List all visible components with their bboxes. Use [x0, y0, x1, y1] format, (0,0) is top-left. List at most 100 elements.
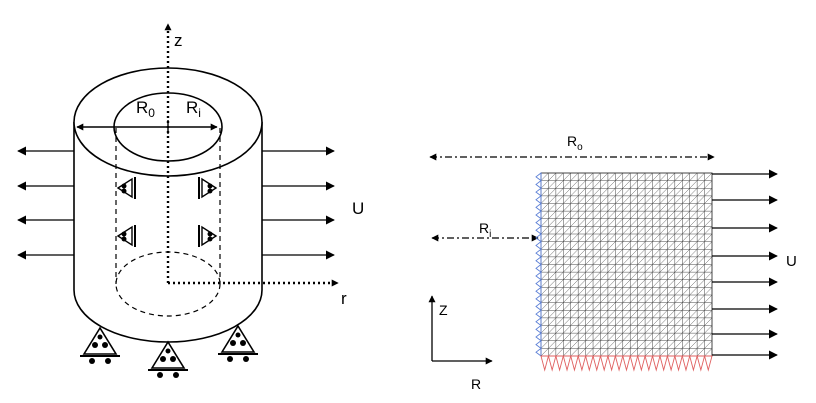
mesh-line-diagonal: [704, 210, 713, 219]
mesh-line-diagonal: [622, 195, 631, 204]
mesh-line-diagonal: [600, 195, 609, 204]
mesh-line-diagonal: [667, 264, 675, 273]
mesh-line-diagonal: [674, 188, 683, 197]
r-axis-label: r: [341, 289, 347, 308]
mesh-line-diagonal: [600, 302, 609, 311]
mesh-line-diagonal: [689, 195, 698, 204]
mesh-line-diagonal: [644, 264, 653, 273]
mesh-line-diagonal: [637, 241, 646, 250]
mesh-line-diagonal: [667, 294, 675, 303]
mesh-line-diagonal: [578, 294, 586, 303]
inner-radius-label: Ri: [186, 98, 201, 120]
mesh-line-diagonal: [682, 302, 690, 311]
mesh-line-diagonal: [592, 226, 601, 235]
mesh-line-diagonal: [630, 271, 638, 280]
mesh-line-diagonal: [644, 226, 653, 235]
mesh-line-diagonal: [600, 310, 609, 319]
roller-support-icon: [198, 225, 218, 247]
mesh-line-diagonal: [644, 325, 653, 334]
mesh-line-diagonal: [637, 172, 646, 181]
mesh-line-diagonal: [540, 249, 549, 258]
mesh-line-diagonal: [607, 180, 616, 189]
mesh-line-diagonal: [652, 287, 661, 296]
mesh-line-diagonal: [644, 279, 653, 288]
mesh-line-diagonal: [667, 332, 675, 341]
mesh-line-diagonal: [570, 287, 579, 296]
mesh-line-diagonal: [563, 195, 571, 204]
bottom-constraint-triangle: [540, 355, 550, 372]
mesh-line-diagonal: [667, 233, 675, 242]
mesh-line-diagonal: [696, 279, 705, 288]
mesh-line-diagonal: [578, 310, 586, 319]
mesh-line-diagonal: [696, 348, 705, 357]
bottom-constraint-triangle: [644, 355, 654, 372]
mesh-line-diagonal: [607, 218, 616, 227]
mesh-line-diagonal: [563, 332, 571, 341]
mesh-line-diagonal: [570, 340, 579, 349]
inner-constraint-triangle: [535, 271, 542, 281]
mesh-grid: [540, 172, 713, 357]
mesh-line-diagonal: [630, 310, 638, 319]
mesh-line-diagonal: [600, 279, 609, 288]
mesh-line-diagonal: [548, 180, 557, 189]
mesh-line-diagonal: [578, 279, 586, 288]
mesh-line-diagonal: [555, 325, 564, 334]
mesh-line-diagonal: [704, 180, 713, 189]
mesh-line-diagonal: [674, 294, 683, 303]
mesh-line-diagonal: [600, 188, 609, 197]
mesh-line-diagonal: [563, 310, 571, 319]
mesh-line-diagonal: [607, 279, 616, 288]
mesh-line-diagonal: [592, 210, 601, 219]
mesh-line-diagonal: [667, 210, 675, 219]
mesh-line-diagonal: [630, 233, 638, 242]
bottom-constraint-markers: [540, 355, 713, 372]
mesh-line-diagonal: [578, 287, 586, 296]
mesh-line-diagonal: [704, 256, 713, 265]
mesh-line-diagonal: [570, 218, 579, 227]
mesh-line-diagonal: [585, 210, 594, 219]
mesh-line-diagonal: [659, 249, 668, 258]
mesh-line-diagonal: [652, 249, 661, 258]
bottom-constraint-triangle: [629, 355, 639, 372]
mesh-line-diagonal: [704, 279, 713, 288]
z-axis-label: Z: [439, 302, 448, 318]
mesh-line-diagonal: [548, 317, 557, 326]
mesh-line-diagonal: [674, 210, 683, 219]
mesh-line-diagonal: [592, 188, 601, 197]
mesh-line-diagonal: [615, 195, 623, 204]
mesh-line-diagonal: [689, 264, 698, 273]
mesh-line-diagonal: [540, 310, 549, 319]
mesh-line-diagonal: [615, 302, 623, 311]
mesh-line-diagonal: [659, 226, 668, 235]
mesh-line-diagonal: [615, 294, 623, 303]
mesh-line-diagonal: [585, 348, 594, 357]
mesh-line-diagonal: [592, 348, 601, 357]
mesh-line-diagonal: [659, 233, 668, 242]
mesh-line-diagonal: [682, 332, 690, 341]
mesh-line-diagonal: [600, 172, 609, 181]
mesh-line-diagonal: [548, 325, 557, 334]
mesh-line-diagonal: [689, 256, 698, 265]
mesh-line-diagonal: [563, 188, 571, 197]
mesh-line-diagonal: [644, 210, 653, 219]
mesh-line-diagonal: [696, 302, 705, 311]
mesh-line-diagonal: [637, 226, 646, 235]
mesh-line-diagonal: [689, 218, 698, 227]
mesh-line-diagonal: [704, 195, 713, 204]
inner-constraint-triangle: [535, 248, 542, 258]
mesh-line-diagonal: [652, 203, 661, 212]
mesh-line-diagonal: [548, 256, 557, 265]
mesh-line-diagonal: [607, 310, 616, 319]
mesh-line-diagonal: [667, 317, 675, 326]
mesh-line-diagonal: [652, 294, 661, 303]
mesh-line-diagonal: [659, 340, 668, 349]
mesh-line-diagonal: [659, 188, 668, 197]
mesh-line-diagonal: [622, 180, 631, 189]
mesh-line-diagonal: [644, 287, 653, 296]
mesh-line-diagonal: [637, 180, 646, 189]
mesh-line-diagonal: [682, 210, 690, 219]
mesh-line-diagonal: [652, 340, 661, 349]
mesh-line-diagonal: [637, 210, 646, 219]
mesh-line-diagonal: [607, 210, 616, 219]
base-support-icon: [148, 340, 188, 378]
